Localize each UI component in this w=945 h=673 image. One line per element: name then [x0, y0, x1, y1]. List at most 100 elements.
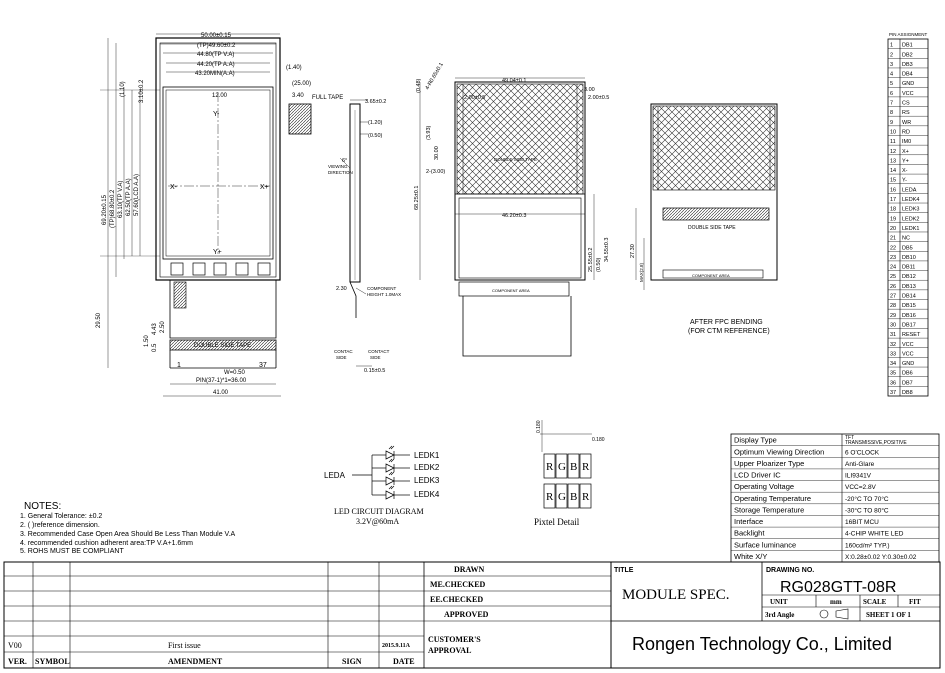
- back-lower: [458, 197, 582, 279]
- pin-name: DB6: [902, 371, 913, 377]
- tb-rev-amendment: First issue: [168, 641, 201, 650]
- spec-label: Operating Voltage: [734, 482, 794, 491]
- pin-number: 3: [890, 62, 893, 68]
- led-rating: 3.2V@60mA: [356, 517, 399, 526]
- back-outline: [454, 81, 586, 281]
- dim-49-04: 49.04±0.1: [502, 78, 526, 84]
- spec-value: -20°C TO 70°C: [845, 495, 889, 503]
- pin-number: 34: [890, 361, 896, 367]
- pin-name: DB13: [902, 284, 916, 290]
- ledk2-label: LEDK2: [414, 463, 440, 472]
- spec-label: Backlight: [734, 529, 765, 538]
- tb-title-value: MODULE SPEC.: [622, 587, 730, 603]
- tb-approved: APPROVED: [444, 610, 489, 619]
- fpc-tail: [169, 280, 277, 339]
- back-fpc: [462, 296, 572, 357]
- pin-number: 32: [890, 342, 896, 348]
- active-area-outline: [162, 86, 274, 260]
- pixel-dim-v: 0.180: [536, 420, 542, 433]
- spec-value: ILI9341V: [845, 473, 872, 480]
- pin-number: 29: [890, 313, 896, 319]
- led-emission-icon: [388, 458, 395, 463]
- spec-label: White X/Y: [734, 552, 767, 561]
- full-tape-label: FULL TAPE: [312, 95, 343, 101]
- dim-34-55: 34.55±0.3: [604, 238, 610, 262]
- direction-label: DIRECTION: [328, 170, 353, 175]
- component-label: COMPONENT: [367, 286, 397, 291]
- dim-0-5: 0.5: [152, 343, 158, 352]
- pin-name: LEDA: [902, 187, 917, 193]
- pin-name: Y-: [902, 178, 907, 184]
- fpc-connector: [173, 281, 187, 309]
- led-circuit-text: LEDA LEDK1 LEDK2 LEDK3 LEDK4 LED CIRCUIT…: [324, 451, 440, 526]
- dim-68-25: 68.25±0.1: [414, 186, 420, 210]
- spec-value: 160cd/m² TYP.): [845, 542, 890, 549]
- spec-value: X:0.28±0.02 Y:0.30±0.02: [845, 554, 917, 561]
- pin-first: 1: [177, 362, 181, 369]
- spec-value: TFT: [845, 435, 854, 441]
- dim-46-20: 46.20±0.3: [502, 213, 526, 219]
- side-view: [339, 99, 372, 367]
- pin-number: 12: [890, 149, 896, 155]
- double-side-tape-front: [169, 339, 277, 351]
- pin-name: GND: [902, 81, 914, 87]
- fpc-hatch: [652, 105, 776, 191]
- pin-table-title: PIN ASSIGNMENT: [889, 32, 928, 37]
- pin-number: 1: [890, 43, 893, 49]
- dim-1-10: (1.10): [120, 81, 126, 97]
- pixel-dim-h: 0.180: [592, 437, 605, 443]
- pin-name: DB10: [902, 255, 916, 261]
- dim-right-2: (25.00): [292, 81, 311, 87]
- viewing-arrow: [339, 157, 351, 169]
- subpixel-letter: G: [558, 491, 566, 503]
- pin-number: 19: [890, 216, 896, 222]
- led-circuit: [352, 445, 410, 500]
- pin-number: 6: [890, 91, 893, 97]
- tb-angle: 3rd Angle: [765, 611, 794, 619]
- dim-2-00-right: 2.00±0.5: [588, 95, 609, 101]
- pin-name: LEDK3: [902, 207, 919, 213]
- fpc-caption-2: (FOR CTM REFERENCE): [688, 328, 770, 335]
- led-diode-icon: [385, 476, 395, 486]
- pin-number: 9: [890, 120, 893, 126]
- dim-2-3-00: 2-(3.00): [426, 169, 445, 175]
- title-block: [3, 561, 941, 669]
- tb-scale-value: FIT: [909, 598, 921, 606]
- tb-sheet: SHEET 1 OF 1: [866, 611, 911, 619]
- side-view-text: 3.65±0.2 (1.20) (0.50) 6° VIEWING DIRECT…: [328, 99, 401, 374]
- dim-tp-aa-h: 62.50(TP A.A): [126, 178, 132, 216]
- led-emission-icon: [388, 485, 395, 490]
- subpixel-cell: [567, 483, 580, 509]
- dim-3-93: (3.93): [426, 125, 432, 140]
- subpixel-cell: [555, 483, 568, 509]
- led-emission-icon: [388, 471, 395, 476]
- pin-number: 37: [890, 390, 896, 396]
- pin-table-frame: [887, 38, 929, 397]
- dim-27-30: 27.30: [630, 244, 636, 258]
- spec-label: Optimum Viewing Direction: [734, 447, 824, 456]
- pin-name: DB3: [902, 62, 913, 68]
- dim-0-50-b: (0.50): [596, 257, 602, 272]
- back-component-area: [458, 281, 570, 297]
- notes-title: NOTES:: [24, 501, 61, 512]
- pin-pitch: PIN(37-1)*1=36.00: [196, 378, 247, 384]
- pin-number: 25: [890, 274, 896, 280]
- pin-name: DB17: [902, 322, 916, 328]
- tb-customers-approval-2: APPROVAL: [428, 646, 471, 655]
- full-tape-block: [288, 103, 312, 135]
- pin-name: IM0: [902, 139, 911, 145]
- pin-name: DB8: [902, 390, 913, 396]
- pin-name: X+: [902, 149, 909, 155]
- tb-drawing-no: RG028GTT-08R: [780, 579, 896, 596]
- tb-scale: SCALE: [863, 598, 887, 606]
- tb-customers-approval-1: CUSTOMER'S: [428, 635, 481, 644]
- dim-3-00: 3.00: [584, 87, 595, 93]
- pixel-title: Pixtel Detail: [534, 517, 580, 527]
- pin-name: DB12: [902, 274, 916, 280]
- axis-y-plus: Y+: [213, 249, 222, 256]
- dim-width-total: 50.00±0.15: [201, 33, 232, 39]
- projection-cone-icon: [835, 608, 849, 620]
